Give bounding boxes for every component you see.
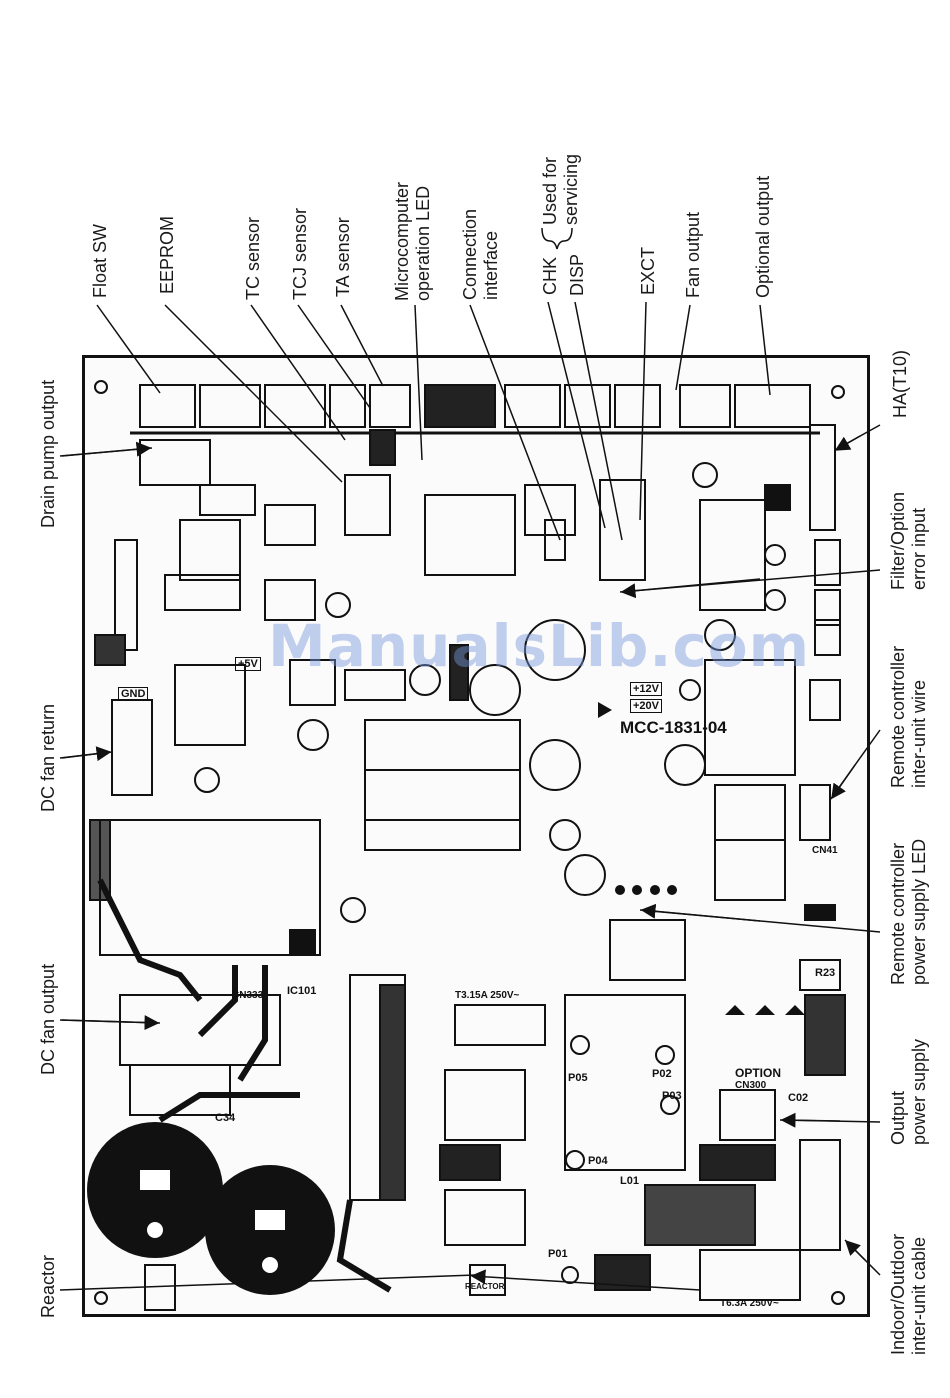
label-c34: C34 (215, 1112, 236, 1124)
leader-arrowheads (61, 435, 866, 1291)
small-capacitors (194, 462, 786, 923)
bulk-capacitors (87, 1122, 335, 1295)
left-connectors (89, 439, 211, 901)
label-reactor-conn: REACTOR (465, 1282, 505, 1291)
label-fuse1: T3.15A 250V~ (455, 990, 520, 1001)
mounting-holes (94, 380, 845, 1305)
board-model: MCC-1831-04 (620, 718, 727, 737)
led-row (598, 702, 805, 1015)
label-p04: P04 (588, 1155, 608, 1167)
label-cn300: CN300 (735, 1080, 767, 1091)
ic-chips (164, 424, 841, 901)
watermark: ManualsLib.com (268, 612, 811, 680)
label-12v: +12V (630, 682, 662, 696)
label-option: OPTION (735, 1066, 782, 1080)
label-p05: P05 (568, 1072, 588, 1084)
label-fuse2: T6.3A 250V~ (720, 1298, 779, 1309)
label-ic101: IC101 (287, 985, 317, 997)
power-components (144, 904, 846, 1311)
label-cn333: CN333 (232, 990, 264, 1001)
transformer-block (99, 819, 406, 1201)
label-20v: +20V (630, 699, 662, 713)
label-r23: R23 (815, 967, 836, 979)
label-gnd: GND (118, 687, 149, 701)
top-connectors (130, 384, 820, 435)
label-5v: +5V (235, 657, 261, 671)
service-brace (541, 227, 573, 250)
pcb-traces (97, 878, 392, 1293)
label-c02: C02 (788, 1092, 809, 1104)
label-p02: P02 (652, 1068, 672, 1080)
label-l01: L01 (620, 1175, 639, 1187)
label-p01: P01 (548, 1248, 568, 1260)
label-p03: P03 (662, 1090, 682, 1102)
label-cn41: CN41 (812, 845, 838, 856)
